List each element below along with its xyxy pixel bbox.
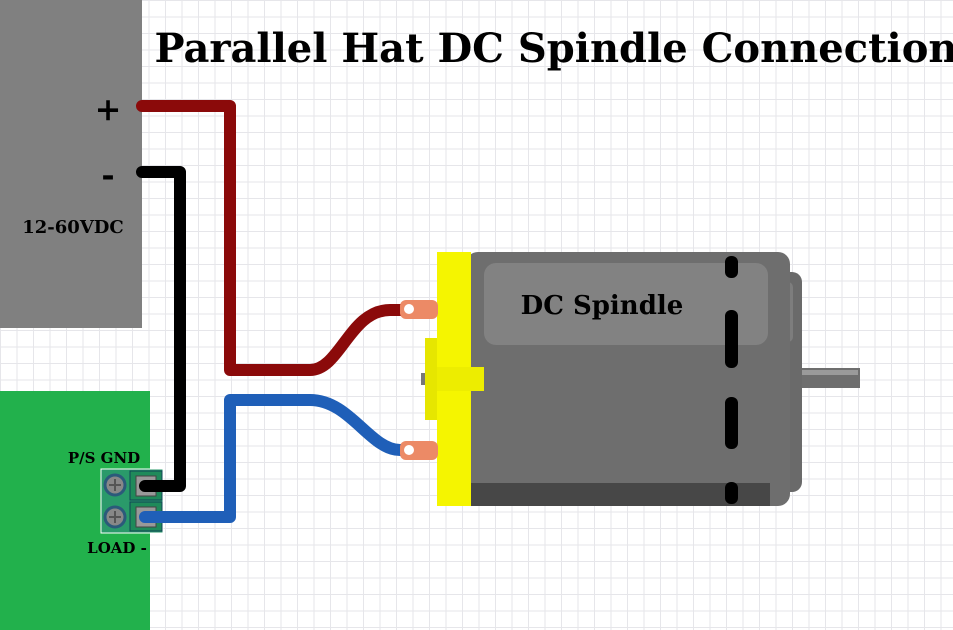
load-minus-label: LOAD - xyxy=(87,539,147,557)
ps-gnd-label: P/S GND xyxy=(68,449,140,467)
psu-minus-label: - xyxy=(101,156,114,194)
power-supply: + - 12-60VDC xyxy=(0,0,142,328)
vent-slots xyxy=(725,256,738,504)
parallel-hat-board: P/S GND LOAD - xyxy=(0,391,164,630)
positive-wire xyxy=(136,100,416,376)
terminal-block xyxy=(100,468,164,534)
psu-voltage-label: 12-60VDC xyxy=(22,217,123,238)
psu-plus-label: + xyxy=(95,90,122,128)
load-wire xyxy=(139,394,416,523)
dc-spindle-motor: DC Spindle xyxy=(400,252,860,506)
motor-label: DC Spindle xyxy=(521,291,684,321)
diagram-title: Parallel Hat DC Spindle Connection xyxy=(154,25,953,72)
negative-wire xyxy=(136,166,186,492)
